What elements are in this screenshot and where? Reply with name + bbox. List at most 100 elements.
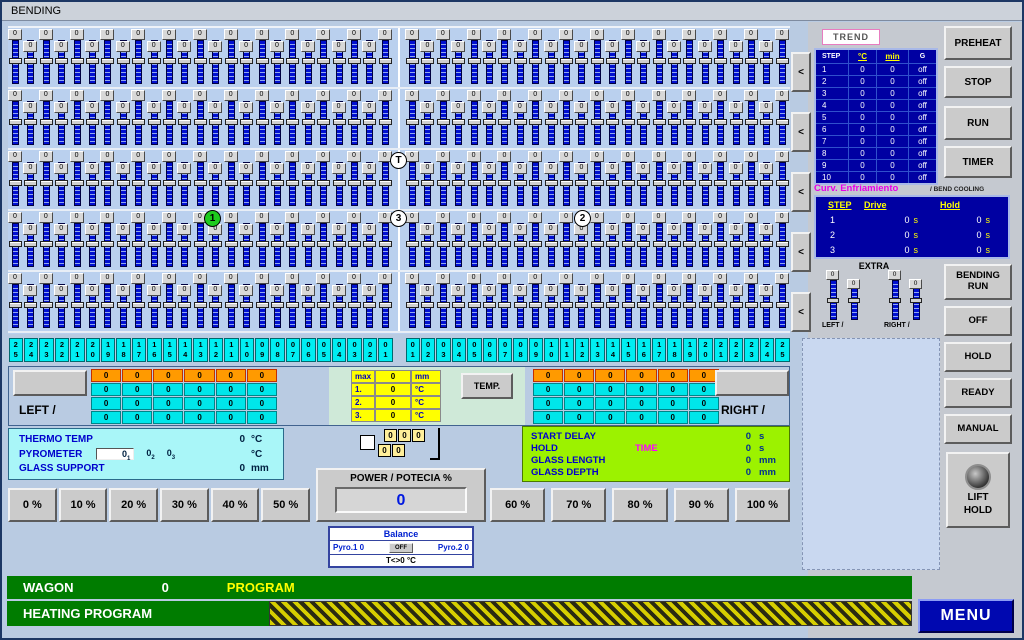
heater-slider[interactable]: 0 (8, 150, 23, 209)
heater-slider[interactable]: 0 (346, 28, 362, 87)
heater-slider[interactable]: 0 (192, 28, 208, 87)
slider-handle[interactable] (286, 241, 300, 247)
zone-value-cell[interactable]: 0 (153, 411, 184, 424)
heater-slider[interactable]: 0 (269, 89, 285, 148)
slider-handle[interactable] (483, 302, 497, 308)
slider-handle[interactable] (178, 119, 192, 125)
slider-handle[interactable] (483, 180, 497, 186)
heater-slider[interactable]: 0 (208, 89, 223, 148)
slider-handle[interactable] (421, 302, 435, 308)
slider-handle[interactable] (683, 241, 697, 247)
heater-slider[interactable]: 0 (466, 89, 482, 148)
heater-slider[interactable]: 0 (759, 28, 774, 87)
heater-slider[interactable]: 0 (23, 28, 38, 87)
percent-button[interactable]: 50 % (261, 488, 311, 522)
heater-slider[interactable]: 0 (682, 150, 697, 209)
slider-handle[interactable] (452, 58, 466, 64)
heater-slider[interactable]: 0 (131, 272, 146, 331)
slider-handle[interactable] (590, 119, 604, 125)
heater-slider[interactable]: 0 (482, 211, 497, 270)
slider-handle[interactable] (421, 180, 435, 186)
slider-handle[interactable] (240, 58, 254, 64)
heater-slider[interactable]: 0 (620, 150, 636, 209)
heater-slider[interactable]: 0 (162, 211, 177, 270)
heater-slider[interactable]: 0 (177, 272, 192, 331)
slider-handle[interactable] (286, 119, 300, 125)
heater-slider[interactable]: 0 (466, 28, 482, 87)
slider-handle[interactable] (363, 180, 377, 186)
slider-handle[interactable] (255, 241, 269, 247)
extra-slider-handle[interactable] (827, 298, 839, 303)
heater-slider[interactable]: 0 (23, 272, 38, 331)
slider-handle[interactable] (652, 241, 666, 247)
heater-slider[interactable]: 0 (512, 89, 528, 148)
slider-handle[interactable] (378, 119, 392, 125)
heater-slider[interactable]: 0 (362, 272, 377, 331)
heater-slider[interactable]: 0 (285, 211, 300, 270)
heater-slider[interactable]: 0 (528, 272, 543, 331)
slider-handle[interactable] (332, 119, 346, 125)
slider-handle[interactable] (270, 180, 284, 186)
glass-marker-t[interactable]: T (390, 152, 407, 169)
slider-handle[interactable] (55, 58, 69, 64)
heater-slider[interactable]: 0 (131, 211, 146, 270)
slider-handle[interactable] (637, 58, 651, 64)
slider-handle[interactable] (621, 180, 635, 186)
slider-handle[interactable] (101, 58, 115, 64)
heater-slider[interactable]: 0 (636, 150, 651, 209)
heater-slider[interactable]: 0 (682, 89, 697, 148)
heater-slider[interactable]: 0 (331, 150, 347, 209)
slider-handle[interactable] (163, 241, 177, 247)
slider-handle[interactable] (621, 119, 635, 125)
heater-slider[interactable]: 0 (85, 89, 100, 148)
slider-handle[interactable] (498, 241, 512, 247)
zone-value-cell[interactable]: 0 (215, 369, 246, 382)
heater-slider[interactable]: 0 (38, 272, 54, 331)
heater-slider[interactable]: 0 (405, 272, 420, 331)
slider-handle[interactable] (147, 58, 161, 64)
heater-slider[interactable]: 0 (482, 89, 497, 148)
heater-slider[interactable]: 0 (589, 28, 605, 87)
heater-slider[interactable]: 0 (759, 272, 774, 331)
slider-handle[interactable] (513, 58, 527, 64)
menu-button[interactable]: MENU (918, 599, 1014, 633)
heater-slider[interactable]: 0 (497, 28, 512, 87)
heater-slider[interactable]: 0 (131, 89, 146, 148)
heater-slider[interactable]: 0 (69, 89, 85, 148)
zone-value-cell[interactable]: 0 (595, 383, 626, 396)
heater-slider[interactable]: 0 (759, 211, 774, 270)
heater-slider[interactable]: 0 (377, 150, 393, 209)
heater-slider[interactable]: 0 (697, 272, 713, 331)
slider-handle[interactable] (652, 58, 666, 64)
zone-value-cell[interactable]: 0 (246, 411, 277, 424)
zone-value-cell[interactable]: 0 (688, 397, 719, 410)
heater-slider[interactable]: 0 (482, 272, 497, 331)
slider-handle[interactable] (193, 180, 207, 186)
slider-handle[interactable] (714, 241, 728, 247)
slider-handle[interactable] (667, 58, 681, 64)
heater-slider[interactable]: 0 (405, 150, 420, 209)
heater-slider[interactable]: 0 (377, 211, 393, 270)
zone-value-cell[interactable]: 0 (533, 369, 564, 382)
heater-slider[interactable]: 0 (316, 272, 331, 331)
zone-value-cell[interactable]: 0 (626, 397, 657, 410)
slider-handle[interactable] (86, 119, 100, 125)
heater-slider[interactable]: 0 (300, 150, 316, 209)
heater-slider[interactable]: 0 (405, 211, 420, 270)
slider-handle[interactable] (775, 302, 789, 308)
heater-slider[interactable]: 0 (54, 28, 69, 87)
slider-handle[interactable] (9, 302, 22, 308)
slider-handle[interactable] (286, 180, 300, 186)
percent-button[interactable]: 80 % (612, 488, 668, 522)
slider-handle[interactable] (652, 302, 666, 308)
slider-handle[interactable] (452, 180, 466, 186)
slider-handle[interactable] (24, 58, 38, 64)
heater-slider[interactable]: 0 (8, 28, 23, 87)
slider-handle[interactable] (621, 302, 635, 308)
slider-handle[interactable] (760, 241, 774, 247)
slider-handle[interactable] (9, 119, 22, 125)
slider-handle[interactable] (9, 58, 22, 64)
heater-slider[interactable]: 0 (69, 272, 85, 331)
zone-value-cell[interactable]: 0 (122, 369, 153, 382)
